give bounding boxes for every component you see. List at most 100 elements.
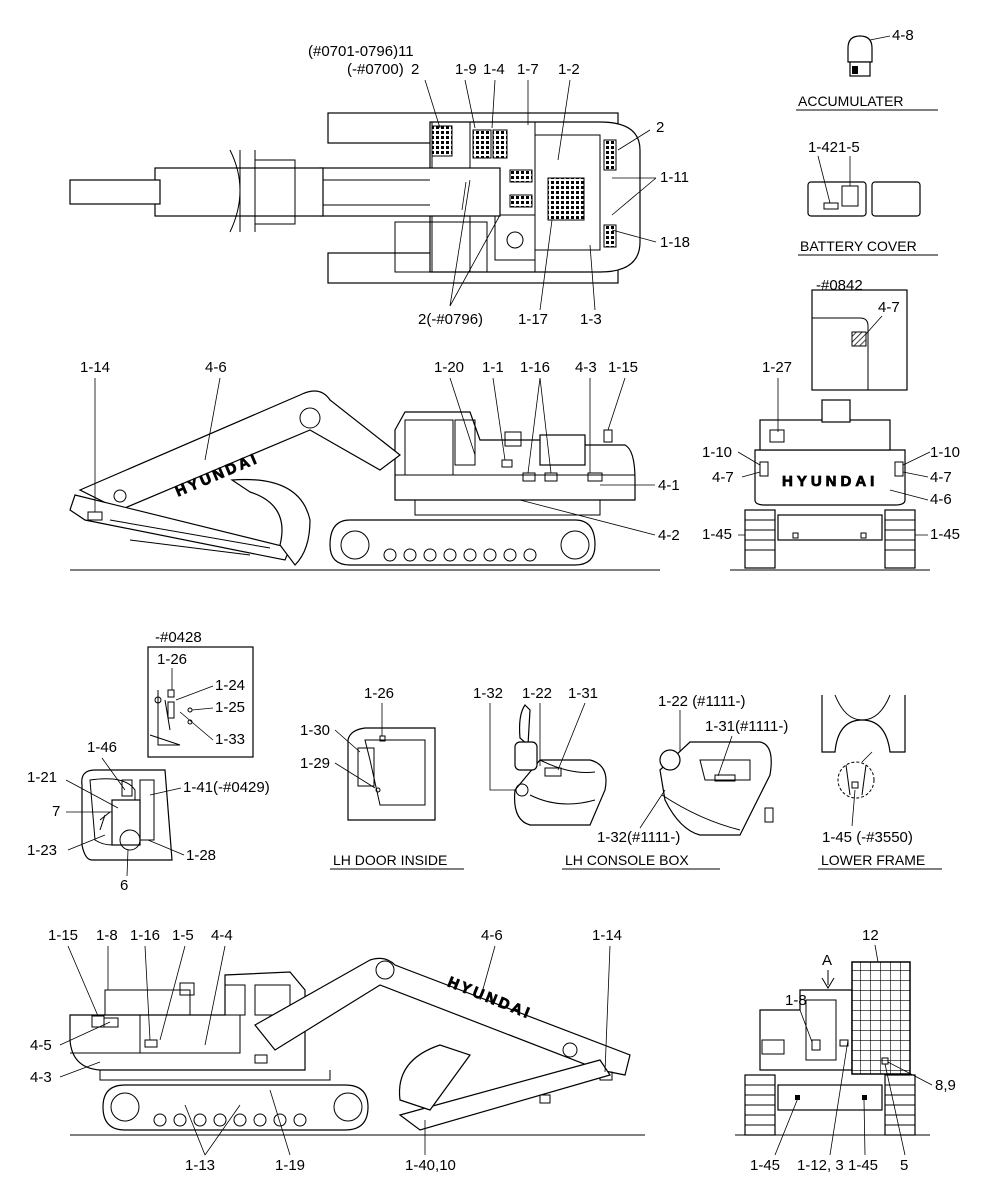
front-view — [735, 961, 930, 1136]
callout-label: 4-2 — [658, 527, 680, 544]
callout-label: 1-8 — [785, 992, 807, 1009]
callout-label: 4-3 — [30, 1069, 52, 1086]
callout-label: -#0842 — [816, 277, 863, 294]
lower-frame-caption: LOWER FRAME — [821, 852, 925, 868]
callout-label: 1-14 — [592, 927, 622, 944]
callout-label: (#0701-0796)11 — [308, 43, 414, 60]
rear-callouts: 1-27 1-10 1-10 4-7 4-7 4-6 1-45 1-45 — [702, 359, 960, 543]
callout-label: 1-5 — [172, 927, 194, 944]
lh-door-view: 1-26 1-30 1-29 LH DOOR INSIDE — [300, 685, 464, 870]
callout-label: 4-6 — [930, 491, 952, 508]
lh-side-callouts: 1-14 4-6 1-20 1-1 1-16 4-3 1-15 4-1 4-2 — [80, 359, 680, 544]
callout-label: 1-10 — [930, 444, 960, 461]
callout-label: 1-23 — [27, 842, 57, 859]
lh-console-view: 1-32 1-22 1-31 1-22 (#1111-) 1-31(#1111-… — [473, 685, 788, 870]
callout-label: 4-3 — [575, 359, 597, 376]
callout-label: 4-5 — [30, 1037, 52, 1054]
callout-label: 1-32(#1111-) — [597, 829, 680, 846]
callout-label: 1-45 (-#3550) — [822, 829, 913, 846]
rear-view: -#0842 4-7 HYUNDAI — [730, 277, 930, 571]
callout-label: 1-45 — [848, 1157, 878, 1174]
rear-brand: HYUNDAI — [782, 473, 878, 490]
callout-label: 1-2 — [558, 61, 580, 78]
callout-label: 1-13 — [185, 1157, 215, 1174]
callout-label: 1-1 — [482, 359, 504, 376]
callout-label: 7 — [52, 803, 60, 820]
callout-label: 4-8 — [892, 27, 914, 44]
battery-cover-view: 1-42 1-5 BATTERY COVER — [798, 139, 938, 256]
door-caption: LH DOOR INSIDE — [333, 852, 447, 868]
callout-label: 4-7 — [930, 469, 952, 486]
callout-label: 1-22 (#1111-) — [658, 693, 746, 710]
callout-label: 1-20 — [434, 359, 464, 376]
callout-label: 1-12, 3 — [797, 1157, 844, 1174]
callout-label: 1-15 — [608, 359, 638, 376]
lower-frame-view: 1-45 (-#3550) LOWER FRAME — [818, 694, 942, 870]
top-view — [69, 112, 641, 284]
cab-detail-view: -#0428 1-26 1-24 1-25 1-33 — [81, 629, 254, 861]
callout-label: 1-30 — [300, 722, 330, 739]
callout-label: 1-45 — [750, 1157, 780, 1174]
callout-label: 4-6 — [205, 359, 227, 376]
callout-label: 4-6 — [481, 927, 503, 944]
callout-label: 1-4 — [483, 61, 505, 78]
callout-label: 1-33 — [215, 731, 245, 748]
callout-label: 12 — [862, 927, 879, 944]
callout-label: (-#0700) — [347, 61, 404, 78]
callout-label: 1-46 — [87, 739, 117, 756]
callout-label: 1-16 — [520, 359, 550, 376]
callout-label: 1-32 — [473, 685, 503, 702]
callout-label: 2(-#0796) — [418, 311, 483, 328]
callout-label: 1-29 — [300, 755, 330, 772]
callout-label: 4-4 — [211, 927, 233, 944]
callout-label: 1-28 — [186, 847, 216, 864]
accumulator-view: 4-8 ACCUMULATER — [796, 27, 938, 111]
callout-label: 1-21 — [27, 769, 57, 786]
callout-label: 1-17 — [518, 311, 548, 328]
callout-label: 1-10 — [702, 444, 732, 461]
callout-label: 1-15 — [48, 927, 78, 944]
callout-label: 1-31 — [568, 685, 598, 702]
callout-label: -#0428 — [155, 629, 202, 646]
callout-label: 4-1 — [658, 477, 680, 494]
rh-side-callouts: 1-15 1-8 1-16 1-5 4-4 4-6 1-14 4-5 4-3 1… — [30, 927, 622, 1174]
callout-label: 1-27 — [762, 359, 792, 376]
callout-label: 1-40,10 — [405, 1157, 456, 1174]
callout-label: 6 — [120, 877, 128, 894]
callout-label: 1-7 — [517, 61, 539, 78]
callout-label: 1-9 — [455, 61, 477, 78]
lh-side-view: HYUNDAI — [69, 390, 660, 571]
callout-label: 1-42 — [808, 139, 838, 156]
callout-label: 1-8 — [96, 927, 118, 944]
callout-label: 1-5 — [838, 139, 860, 156]
callout-label: 8,9 — [935, 1077, 956, 1094]
callout-label: 2 — [656, 119, 664, 136]
callout-label: 1-19 — [275, 1157, 305, 1174]
callout-label: 1-22 — [522, 685, 552, 702]
accumulator-caption: ACCUMULATER — [798, 93, 904, 109]
callout-label: A — [822, 952, 832, 969]
callout-label: 1-11 — [660, 169, 689, 186]
console-caption: LH CONSOLE BOX — [565, 852, 689, 868]
battery-caption: BATTERY COVER — [800, 238, 917, 254]
callout-label: 4-7 — [712, 469, 734, 486]
callout-label: 1-24 — [215, 677, 245, 694]
callout-label: 1-3 — [580, 311, 602, 328]
callout-label: 1-41(-#0429) — [183, 779, 270, 796]
callout-label: 1-25 — [215, 699, 245, 716]
callout-label: 1-26 — [364, 685, 394, 702]
callout-label: 2 — [411, 61, 419, 78]
callout-label: 1-16 — [130, 927, 160, 944]
callout-label: 1-45 — [702, 526, 732, 543]
cab-detail-callouts: 1-46 1-21 1-41(-#0429) 7 1-23 1-28 6 — [27, 739, 270, 894]
rh-side-view: HYUNDAI — [69, 957, 645, 1136]
callout-label: 1-31(#1111-) — [705, 718, 788, 735]
callout-label: 1-14 — [80, 359, 110, 376]
callout-label: 5 — [900, 1157, 908, 1174]
callout-label: 4-7 — [878, 299, 900, 316]
callout-label: 1-45 — [930, 526, 960, 543]
callout-label: 1-18 — [660, 234, 690, 251]
front-callouts: 1-8 A 12 8,9 1-45 1-12, 3 1-45 5 — [750, 927, 956, 1174]
top-view-callouts: (#0701-0796)11 (-#0700) 2 1-9 1-4 1-7 1-… — [308, 43, 690, 328]
